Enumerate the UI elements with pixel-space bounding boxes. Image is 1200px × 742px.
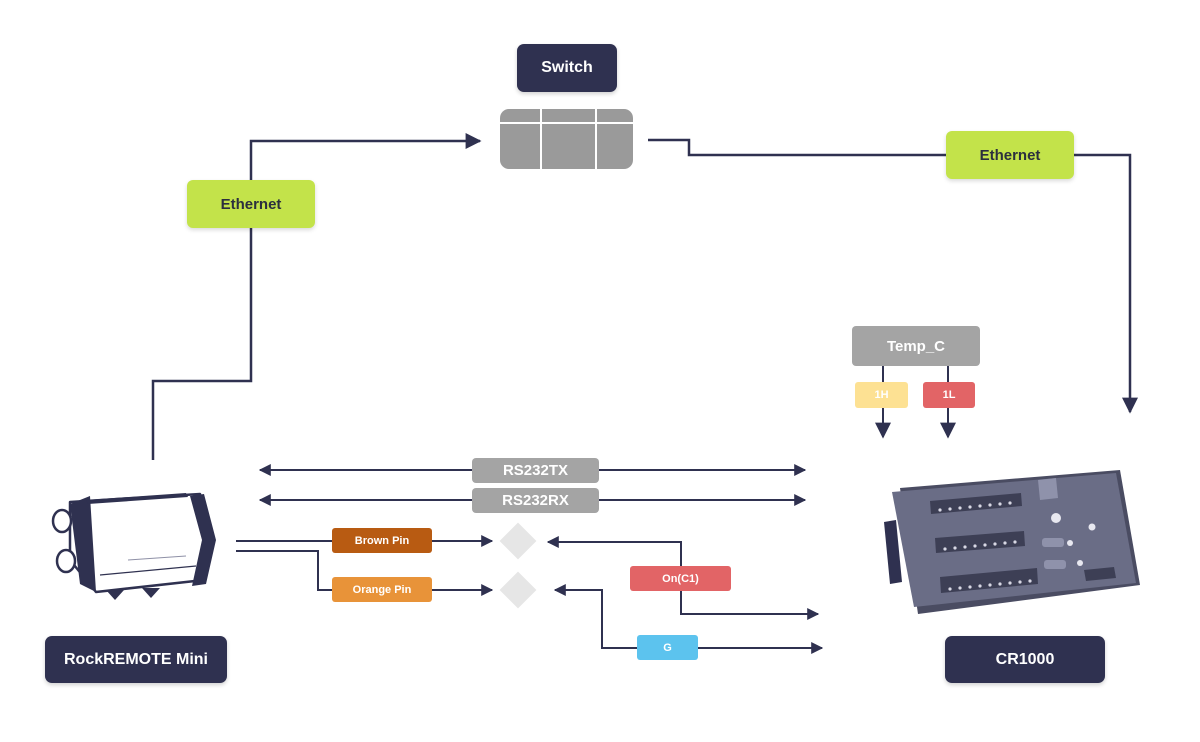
ethernet-label-right: Ethernet xyxy=(946,131,1074,179)
switch-label: Switch xyxy=(517,44,617,92)
ground-tag: G xyxy=(637,635,698,660)
relay-junction-bottom xyxy=(499,571,537,609)
temp-1l-tag: 1L xyxy=(923,382,975,408)
rockremote-label: RockREMOTE Mini xyxy=(45,636,227,683)
ethernet-link-right xyxy=(648,138,1138,414)
temp-sensor-label: Temp_C xyxy=(852,326,980,366)
cr1000-label: CR1000 xyxy=(945,636,1105,683)
on-c1-tag: On(C1) xyxy=(630,566,731,591)
rs232rx-label: RS232RX xyxy=(472,488,599,513)
ethernet-label-left: Ethernet xyxy=(187,180,315,228)
rockremote-device-icon xyxy=(51,492,216,600)
switch-icon xyxy=(500,109,633,169)
relay-junction-top xyxy=(499,522,537,560)
brown-pin-tag: Brown Pin xyxy=(332,528,432,553)
ethernet-link-left xyxy=(151,133,482,460)
rs232tx-label: RS232TX xyxy=(472,458,599,483)
orange-pin-tag: Orange Pin xyxy=(332,577,432,602)
cr1000-device-icon xyxy=(884,470,1140,614)
temp-1h-tag: 1H xyxy=(855,382,908,408)
